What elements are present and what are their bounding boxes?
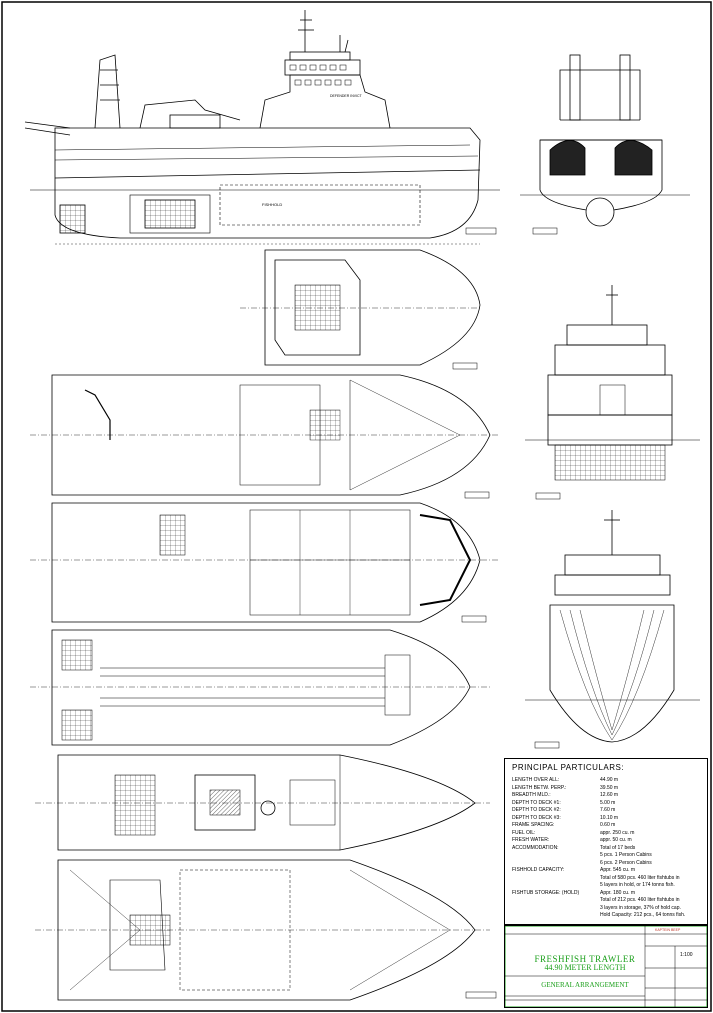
particular-label: FRESH WATER: <box>512 837 550 843</box>
weather-deck-plan <box>30 374 500 499</box>
particular-value: Total of 17 beds <box>600 844 636 851</box>
particular-value: 39.50 m <box>600 784 619 791</box>
particular-value: 3 layers in storage, 37% of hold cap. <box>600 904 681 911</box>
vessel-name-label: DEFENDER INVICT <box>330 94 363 98</box>
particular-value: Total of 212 pcs. 460 liter fishtubs in <box>600 897 680 903</box>
particular-value: Total of 580 pcs. 460 liter fishtubs in <box>600 874 680 881</box>
particulars-title: PRINCIPAL PARTICULARS: <box>512 763 625 772</box>
title-block: KAPTEIN BEEP 1:100 FRESHFISH TRAWLER 44.… <box>504 925 708 1008</box>
factory-deck-plan <box>30 629 490 746</box>
particular-label: ACCOMMODATION: <box>512 844 559 851</box>
fishhold-label: FISHHOLD <box>262 202 282 207</box>
title-block-grid <box>505 926 707 1007</box>
particular-label: BREADTH MLD.: <box>512 792 551 798</box>
particular-value: Appr. 545 cu. m <box>600 867 636 873</box>
particular-label: FUEL OIL: <box>512 829 536 836</box>
particular-label: FISHHOLD CAPACITY: <box>512 867 565 873</box>
particular-label: DEPTH TO DECK #1: <box>512 799 561 806</box>
drawing-main-title: FRESHFISH TRAWLER <box>534 954 636 964</box>
drawing-scale: 1:100 <box>680 952 693 958</box>
accommodation-deck-plan <box>30 502 500 623</box>
particular-value: 6 pcs. 2 Person Cabins <box>600 859 652 866</box>
particular-value: appr. 250 cu. m <box>600 829 635 836</box>
particular-value: 0.60 m <box>600 822 616 828</box>
particular-value: 5 layers in hold, or 174 tonns fish. <box>600 882 675 888</box>
particular-label: LENGTH BETW. PERP.: <box>512 784 567 791</box>
mid-section-view <box>525 285 700 500</box>
bridge-deck-plan <box>240 249 481 370</box>
aft-section-view <box>520 54 690 235</box>
principal-particulars-table: PRINCIPAL PARTICULARS: LENGTH OVER ALL: 4… <box>504 758 708 925</box>
particular-value: Appr. 180 cu. m <box>600 889 636 896</box>
particular-label: FRAME SPACING: <box>512 822 555 828</box>
particular-value: appr. 50 cu. m <box>600 837 632 843</box>
particular-value: Hold Capacity: 212 pcs., 64 tonns fish. <box>600 912 686 918</box>
double-bottom-plan <box>35 859 497 1001</box>
particular-label: DEPTH TO DECK #2: <box>512 807 561 813</box>
particular-label: LENGTH OVER ALL: <box>512 777 560 783</box>
drawing-name: GENERAL ARRANGEMENT <box>541 981 629 989</box>
body-plan-view <box>525 510 700 749</box>
particular-value: 44.90 m <box>600 777 619 783</box>
tanktop-deck-plan <box>35 754 490 851</box>
drawing-subtitle: 44.90 METER LENGTH <box>544 963 626 972</box>
project-name: KAPTEIN BEEP <box>655 928 681 932</box>
profile-view <box>24 10 500 245</box>
particular-value: 5.00 m <box>600 799 616 806</box>
particular-label: DEPTH TO DECK #3: <box>512 814 561 821</box>
particular-value: 10.10 m <box>600 814 619 821</box>
particular-value: 5 pcs. 1 Person Cabins <box>600 852 652 858</box>
particular-value: 7.60 m <box>600 807 616 813</box>
particular-label: FISHTUB STORAGE: (HOLD) <box>512 889 580 896</box>
particular-value: 12.60 m <box>600 792 619 798</box>
